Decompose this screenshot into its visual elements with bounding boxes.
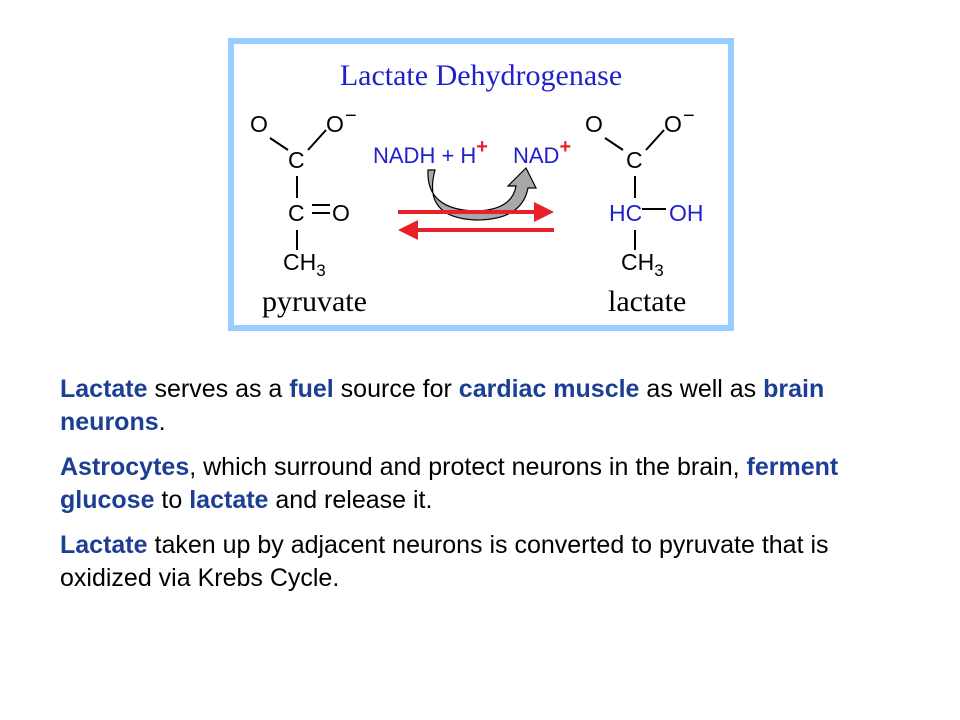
- pyruvate-o-left: O: [250, 111, 268, 137]
- lactate-hc: HC: [609, 200, 642, 226]
- text-run: brain neurons: [60, 375, 825, 436]
- text-run: , which surround and protect neurons in …: [189, 453, 747, 481]
- reagents: NADH + H+ NAD+: [373, 136, 571, 168]
- pyruvate-c1: C: [288, 147, 305, 173]
- text-run: source for: [333, 375, 459, 403]
- reagent-nadh-h: NADH + H+: [373, 136, 488, 168]
- lactate-oh: OH: [669, 200, 704, 226]
- lactate-bond-o-minus: [645, 129, 665, 151]
- text-run: fuel: [289, 375, 334, 403]
- pyruvate-bond-o-left: [269, 137, 289, 151]
- lactate-structure: O O − C HC OH CH3: [585, 105, 704, 280]
- text-run: .: [158, 408, 166, 436]
- text-run: Lactate: [60, 375, 148, 403]
- lactate-c1: C: [626, 147, 643, 173]
- forward-arrowhead-icon: [534, 202, 554, 222]
- diagram-frame: [228, 38, 734, 331]
- text-run: Lactate: [60, 531, 148, 559]
- paragraph-2: Astrocytes, which surround and protect n…: [60, 451, 920, 517]
- lactate-o-left: O: [585, 111, 603, 137]
- paragraph-1: Lactate serves as a fuel source for card…: [60, 373, 920, 439]
- text-run: to: [154, 486, 190, 514]
- text-run: serves as a: [147, 375, 290, 403]
- pyruvate-ch3: CH3: [283, 249, 326, 280]
- pyruvate-o-double: O: [332, 200, 350, 226]
- lactate-bond-o-left: [604, 137, 624, 151]
- reverse-arrowhead-icon: [398, 220, 418, 240]
- pyruvate-bond-o-minus: [307, 129, 327, 151]
- pyruvate-o-minus: O: [326, 111, 344, 137]
- lactate-ch3: CH3: [621, 249, 664, 280]
- text-run: cardiac muscle: [458, 375, 640, 403]
- lactate-label: lactate: [608, 285, 686, 318]
- pyruvate-c2: C: [288, 200, 305, 226]
- pyruvate-minus-sign: −: [345, 105, 357, 127]
- explanation-text: Lactate serves as a fuel source for card…: [60, 373, 920, 607]
- text-run: lactate: [189, 486, 269, 514]
- text-run: and release it.: [268, 486, 433, 514]
- text-run: taken up by adjacent neurons is converte…: [60, 531, 829, 592]
- pyruvate-structure: O O − C C O CH3: [250, 105, 357, 280]
- text-run: Astrocytes: [60, 453, 190, 481]
- diagram-title: Lactate Dehydrogenase: [340, 59, 622, 92]
- paragraph-3: Lactate taken up by adjacent neurons is …: [60, 529, 920, 595]
- reaction-diagram: Lactate Dehydrogenase O O − C C O CH3 py…: [250, 59, 704, 318]
- reagent-nad: NAD+: [513, 136, 571, 168]
- text-run: ferment glucose: [60, 453, 839, 514]
- text-run: as well as: [639, 375, 764, 403]
- pyruvate-label: pyruvate: [262, 285, 367, 318]
- lactate-o-minus: O: [664, 111, 682, 137]
- lactate-minus-sign: −: [683, 105, 695, 127]
